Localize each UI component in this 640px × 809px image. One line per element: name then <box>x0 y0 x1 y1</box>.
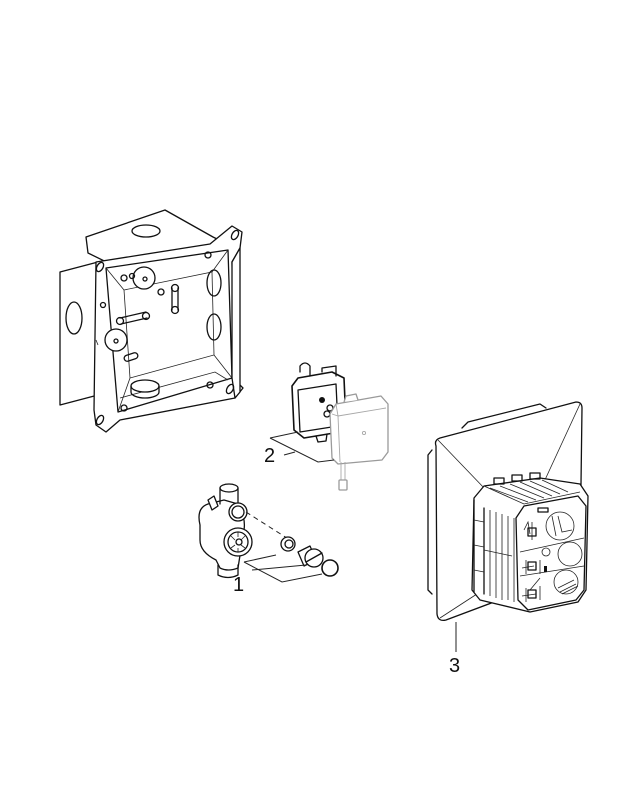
cover-frame <box>427 401 589 622</box>
callout-2-leader <box>269 431 335 463</box>
electronics-module <box>291 362 389 491</box>
callout-label-3: 3 <box>449 655 461 677</box>
valve-assembly <box>198 483 339 579</box>
callout-label-2: 2 <box>264 445 276 467</box>
mounting-box <box>59 209 244 433</box>
callout-label-1: 1 <box>233 574 245 596</box>
callout-1-leader <box>243 554 323 583</box>
